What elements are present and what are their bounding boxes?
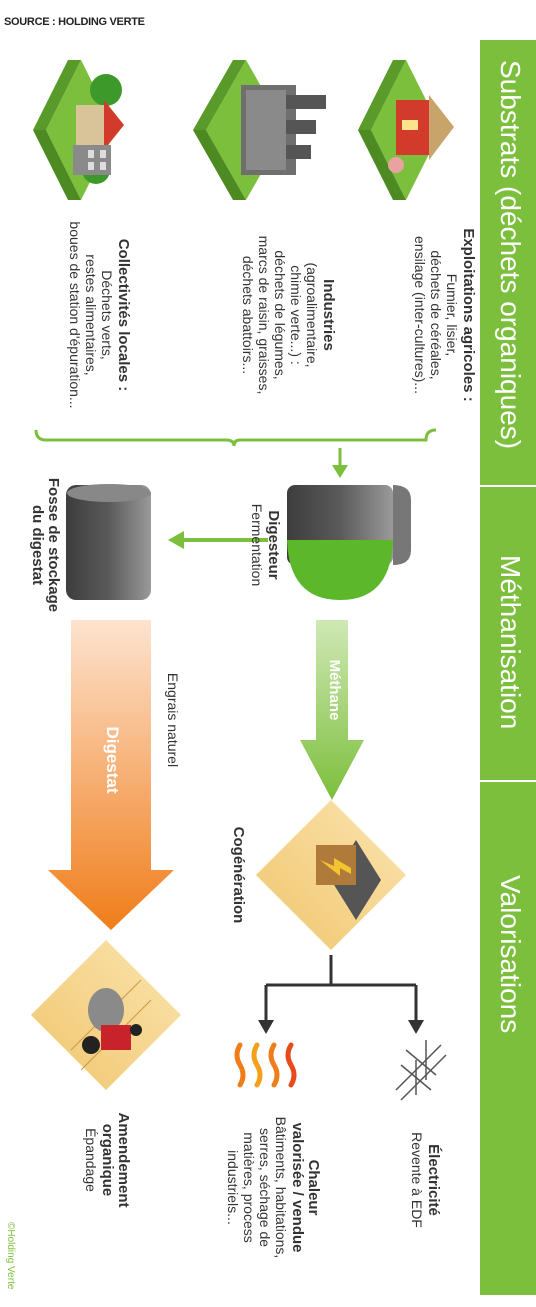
chaleur-line: industriels... <box>225 1150 241 1225</box>
cogeneration-label: Cogénération <box>230 810 247 940</box>
substrats-brace <box>34 428 437 447</box>
engrais-label: Engrais naturel <box>165 672 181 768</box>
methane-arrow <box>300 620 364 800</box>
electricite-title: Électricité <box>425 1144 442 1216</box>
fosse-title: du digestat <box>29 504 46 585</box>
chaleur-line: Bâtiments, habitations, <box>273 1116 289 1259</box>
substrat-collectivites-title: Collectivités locales : <box>115 238 132 392</box>
substrat-industries-line: déchets de légumes, <box>272 250 288 380</box>
chaleur-title: Chaleur <box>305 1159 322 1216</box>
chaleur-line: matières, process <box>241 1132 257 1243</box>
farm-icon <box>358 60 454 200</box>
substrat-collectivites-line: Déchets verts, <box>99 270 115 360</box>
chaleur-line: serres, séchage de <box>257 1127 273 1248</box>
arrow-electricite <box>408 1020 424 1034</box>
digesteur-sub: Fermentation <box>249 503 265 587</box>
source-label: SOURCE : HOLDING VERTE <box>4 16 145 28</box>
substrat-industries: Industries (agroalimentaire, chimie vert… <box>240 205 337 425</box>
digestat-arrow <box>48 620 174 930</box>
substrat-industries-line: déchets abattoirs... <box>240 255 256 375</box>
chaleur-title: valorisée / vendue <box>289 1122 306 1253</box>
substrat-agricole-line: ensilage (inter-cultures)... <box>412 236 428 394</box>
cogeneration-split <box>264 955 418 1020</box>
arrow-to-digesteur <box>332 448 348 478</box>
fosse-title: Fosse de stockage <box>45 477 62 613</box>
cogeneration-title: Cogénération <box>230 826 247 924</box>
copyright: ©Holding Verte <box>5 1222 16 1290</box>
heat-icon <box>234 1042 297 1088</box>
substrat-collectivites-line: boues de station d'épuration... <box>67 221 83 409</box>
substrat-industries-line: marcs de raisin, graisses, <box>256 235 272 395</box>
chaleur-label: Chaleur valorisée / vendue Bâtiments, ha… <box>225 1100 322 1275</box>
substrat-agricole: Exploitations agricoles : Fumier, lisier… <box>412 205 477 425</box>
substrat-agricole-title: Exploitations agricoles : <box>460 228 477 402</box>
substrat-agricole-line: déchets de céréales, <box>428 250 444 380</box>
amendement-title: organique <box>99 1123 116 1197</box>
substrat-collectivites-line: restes alimentaires, <box>83 254 99 376</box>
substrat-agricole-line: Fumier, lisier, <box>444 273 460 357</box>
substrat-industries-line: chimie verte...) : <box>288 265 304 365</box>
arrow-chaleur <box>258 1020 274 1034</box>
digesteur-icon <box>287 485 411 600</box>
methane-label: Méthane <box>326 659 343 721</box>
pylon-icon <box>395 1040 447 1101</box>
amendement-title: Amendement <box>115 1112 132 1208</box>
cogeneration-icon <box>256 800 406 950</box>
substrat-collectivites: Collectivités locales : Déchets verts, r… <box>67 205 132 425</box>
electricite-sub: Revente à EDF <box>409 1132 425 1228</box>
electricite-label: Électricité Revente à EDF <box>409 1105 442 1255</box>
amendement-label: Amendement organique Épandage <box>83 1095 132 1225</box>
fosse-label: Fosse de stockage du digestat <box>29 470 62 620</box>
amendement-sub: Épandage <box>83 1128 99 1192</box>
arrow-to-fosse <box>168 531 268 549</box>
digesteur-title: Digesteur <box>265 510 282 580</box>
factory-icon <box>193 60 326 200</box>
fosse-icon <box>66 484 151 600</box>
substrat-industries-title: Industries <box>320 279 337 351</box>
digesteur-label: Digesteur Fermentation <box>249 480 282 610</box>
amendement-icon <box>31 940 181 1090</box>
digestat-label: Digestat <box>103 726 122 794</box>
substrat-industries-line: (agroalimentaire, <box>304 262 320 368</box>
town-icon <box>33 60 124 200</box>
